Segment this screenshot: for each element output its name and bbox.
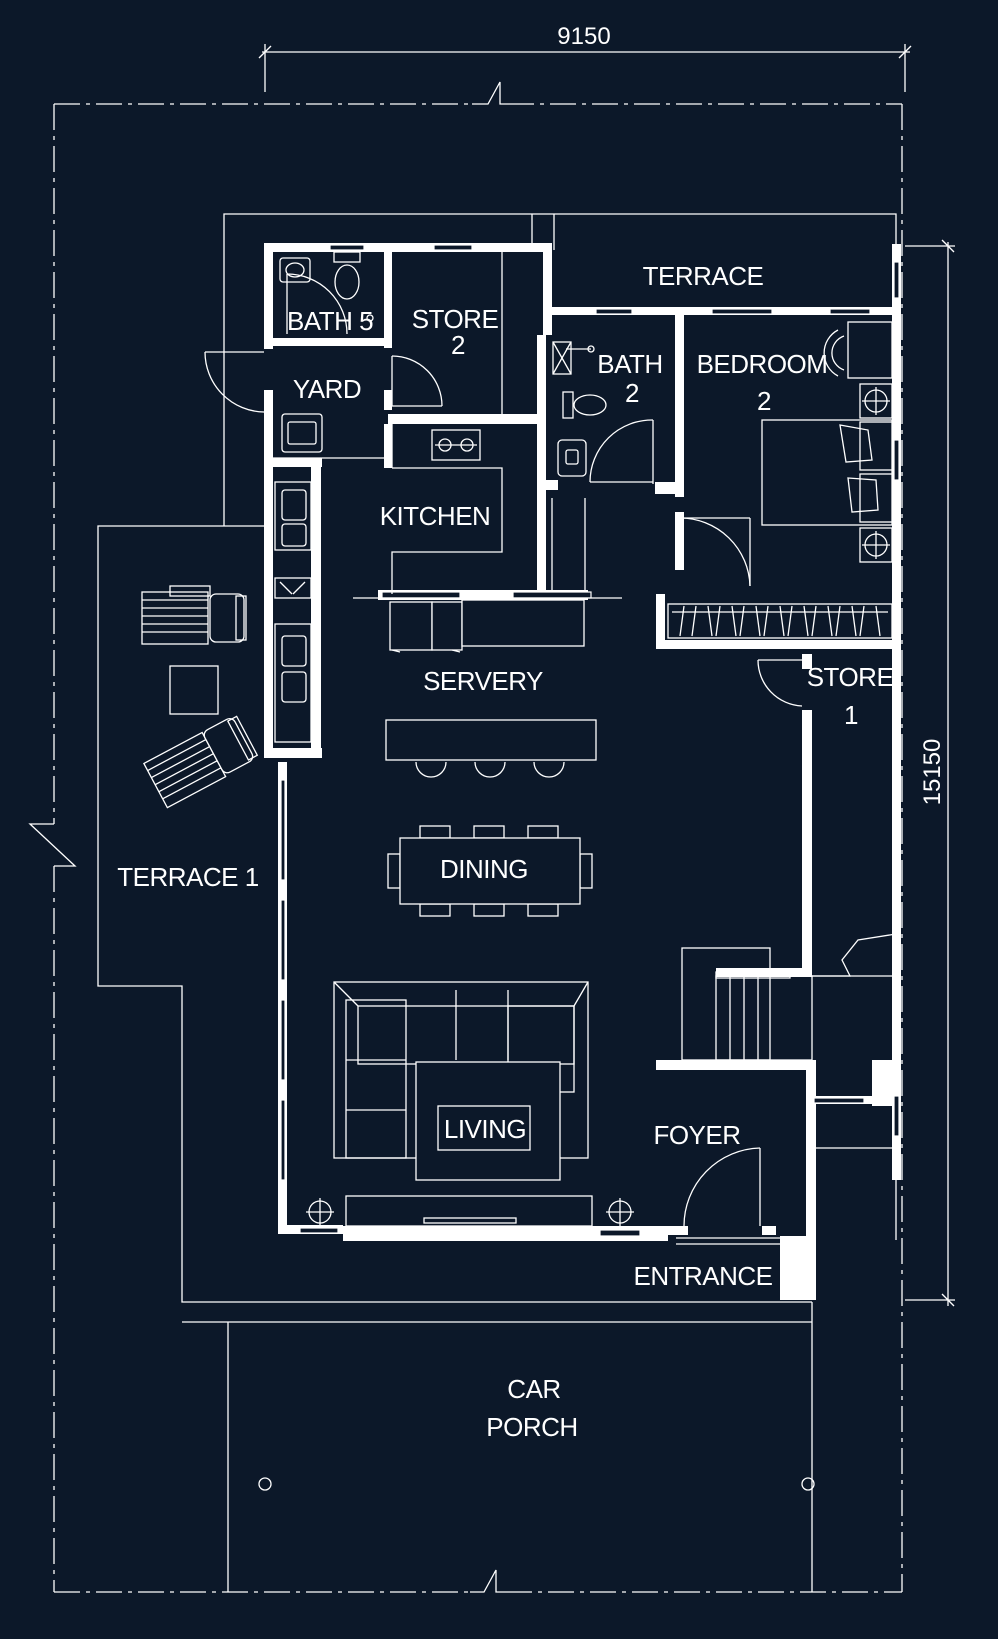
dimension-depth-label: 15150 [919, 739, 946, 806]
label-store2: STORE [412, 304, 499, 334]
outlines [97, 213, 897, 1592]
dimension-width-label: 9150 [557, 23, 610, 50]
label-store1: STORE [807, 662, 894, 692]
label-store1-number: 1 [844, 700, 858, 730]
label-bedroom2-number: 2 [757, 386, 771, 416]
label-terrace: TERRACE [643, 261, 764, 291]
label-foyer: FOYER [653, 1120, 740, 1150]
plot-boundary [28, 81, 903, 1593]
kitchen-fixtures [353, 424, 622, 653]
label-bath2: BATH [597, 349, 662, 379]
bedroom-furniture [667, 321, 893, 639]
label-bedroom2: BEDROOM [697, 349, 828, 379]
windows [280, 244, 900, 1237]
label-store2-number: 2 [451, 330, 465, 360]
label-kitchen: KITCHEN [380, 501, 491, 531]
bath5-fixtures [279, 251, 374, 322]
label-bath2-number: 2 [625, 378, 639, 408]
staircase [681, 933, 897, 1061]
label-living: LIVING [444, 1114, 526, 1144]
label-servery: SERVERY [423, 666, 543, 696]
label-terrace1: TERRACE 1 [117, 862, 258, 892]
label-yard: YARD [293, 374, 361, 404]
room-labels: TERRACE BATH 5 STORE 2 BATH 2 BEDROOM 2 … [117, 261, 894, 1442]
bath2-fixtures [552, 341, 607, 477]
label-entrance: ENTRANCE [633, 1261, 772, 1291]
label-bath5: BATH 5 [287, 306, 373, 336]
servery-bar [385, 719, 597, 778]
sink-counters [274, 481, 312, 743]
dimension-width: 9150 [258, 23, 912, 92]
terrace1-furniture [141, 585, 259, 809]
dining-table [387, 825, 593, 917]
label-dining: DINING [440, 854, 528, 884]
wardrobe-hangers [679, 605, 881, 637]
living-furniture [306, 981, 634, 1227]
dimension-depth: 15150 [905, 239, 955, 1307]
foyer-shoe-cabinet [787, 1065, 893, 1293]
doors [204, 273, 803, 1245]
lounger-stripes [142, 599, 208, 633]
yard-fixtures [273, 413, 384, 459]
label-car: CAR [507, 1374, 560, 1404]
label-porch: PORCH [486, 1412, 577, 1442]
